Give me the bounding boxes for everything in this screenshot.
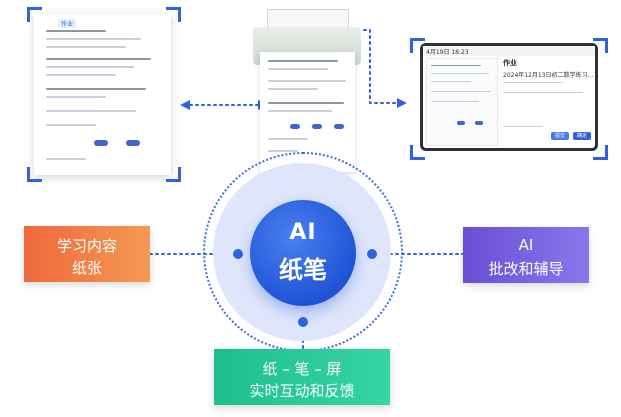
paper-line: [268, 110, 332, 112]
doc-line: [46, 158, 86, 160]
connector-dot-bottom: [298, 317, 308, 327]
box-left-line2: 纸张: [71, 259, 102, 277]
preview-line: [431, 101, 479, 102]
doc-line: [46, 96, 106, 98]
core-label-ai: AI: [289, 220, 317, 245]
doc-line: [46, 124, 96, 126]
realtime-interaction-box: 纸 – 笔 – 屏 实时互动和反馈: [214, 349, 390, 405]
fish-figure: [126, 140, 140, 146]
doc-line: [46, 74, 116, 76]
connector-dot-left: [233, 249, 243, 259]
corner-bracket: [166, 7, 181, 22]
fish-figure: [475, 121, 483, 125]
box-bottom-line2: 实时互动和反馈: [249, 382, 355, 400]
fish-figure: [457, 121, 465, 125]
paper-line: [268, 138, 308, 140]
printed-paper: [260, 52, 355, 172]
doc-line: [46, 110, 136, 112]
worksheet-document: 作业: [34, 14, 171, 175]
box-right-line1: AI: [518, 236, 534, 254]
connector-printer-tablet: [363, 29, 399, 104]
paper-line: [268, 68, 328, 70]
corner-bracket: [27, 7, 42, 22]
paper-line: [268, 80, 346, 82]
doc-line: [46, 66, 134, 68]
fish-figure: [94, 140, 108, 146]
tablet-line: [503, 126, 543, 127]
ai-paper-pen-core: AI 纸笔: [250, 200, 356, 306]
paper-line: [268, 102, 344, 104]
worksheet-tag: 作业: [58, 19, 77, 28]
arrow-tablet-icon: [397, 98, 407, 108]
corner-bracket: [410, 38, 425, 53]
corner-bracket: [410, 145, 425, 160]
ai-grading-tutoring-box: AI 批改和辅导: [463, 227, 589, 283]
box-right-line2: 批改和辅导: [488, 260, 564, 278]
tablet-date: 2024年12月13日初二数学练习…: [503, 72, 594, 79]
tablet-line: [503, 82, 563, 83]
tablet-time: 4月19日 18:23: [426, 49, 469, 56]
fish-figure: [334, 124, 344, 129]
tablet-status-bar: 4月19日 18:23: [423, 46, 595, 56]
corner-bracket: [166, 167, 181, 182]
preview-line: [431, 91, 491, 92]
corner-bracket: [593, 145, 608, 160]
connector-dot-right: [367, 249, 377, 259]
tablet-line: [503, 92, 583, 93]
tablet-submit-button[interactable]: 提交: [551, 132, 569, 140]
box-left-line1: 学习内容: [56, 237, 117, 255]
fish-figure: [290, 124, 300, 129]
paper-line: [268, 60, 338, 62]
learning-content-paper-box: 学习内容 纸张: [24, 226, 150, 282]
core-label-paper-pen: 纸笔: [279, 256, 327, 284]
doc-line: [46, 88, 146, 90]
doc-line: [46, 58, 151, 60]
paper-line: [268, 150, 298, 152]
box-bottom-line1: 纸 – 笔 – 屏: [262, 360, 342, 378]
preview-line: [431, 73, 489, 74]
fish-figure: [312, 124, 322, 129]
tablet-title: 作业: [503, 59, 517, 67]
preview-line: [431, 65, 481, 66]
tablet-screen: 4月19日 18:23 作业 2024年12月13日初二数学练习… 提交 确定: [420, 43, 598, 151]
doc-line: [46, 46, 126, 48]
corner-bracket: [593, 38, 608, 53]
doc-line: [46, 38, 141, 40]
doc-line: [46, 30, 106, 32]
tablet-confirm-button[interactable]: 确定: [573, 132, 591, 140]
preview-line: [431, 81, 471, 82]
corner-bracket: [27, 167, 42, 182]
arrow-left-icon: [180, 100, 190, 110]
tablet-worksheet-preview: [426, 58, 498, 146]
paper-line: [268, 88, 318, 90]
